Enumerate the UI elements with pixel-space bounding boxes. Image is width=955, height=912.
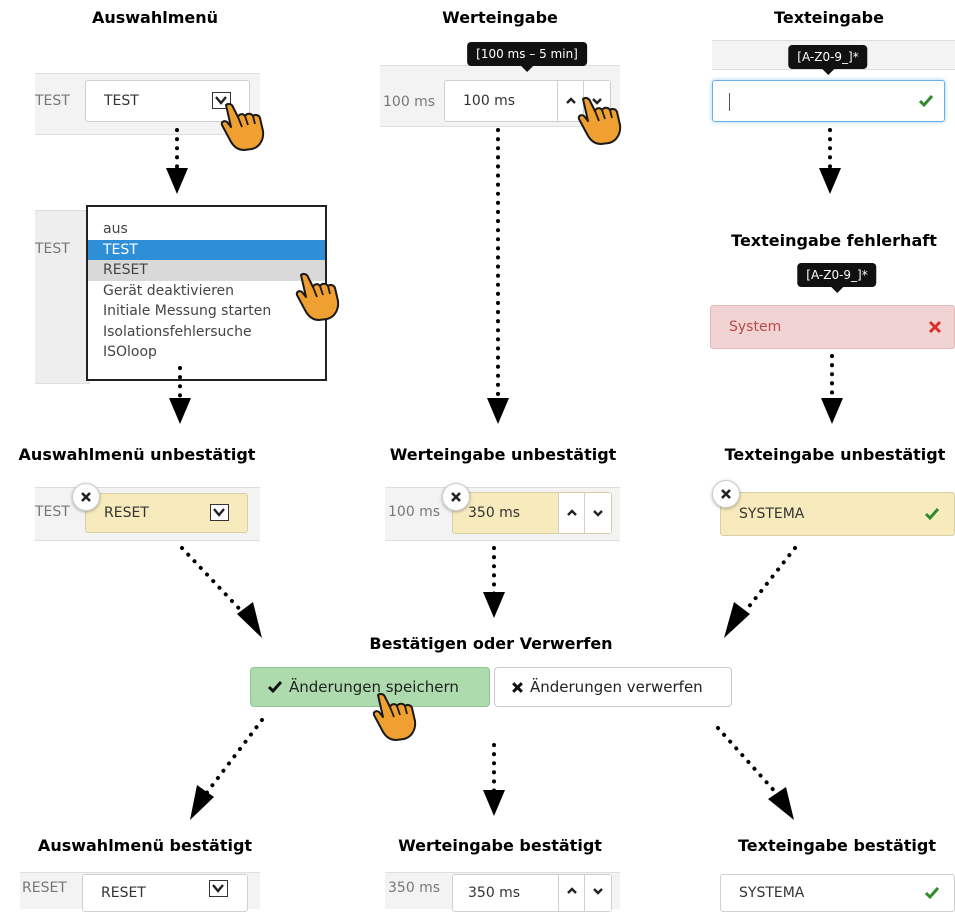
checkmark-icon (918, 95, 934, 108)
spinner-up-button[interactable] (558, 875, 585, 911)
select-previous-value: TEST (35, 93, 70, 109)
pattern-tooltip: [A-Z0-9_]* (788, 45, 868, 75)
error-pattern-tooltip: [A-Z0-9_]* (797, 263, 877, 293)
chevron-down-icon[interactable] (209, 880, 228, 897)
spinner-down-button[interactable] (584, 875, 611, 911)
revert-select-button[interactable] (72, 483, 100, 511)
text-conf-value: SYSTEMA (739, 885, 805, 901)
discard-changes-button[interactable]: Änderungen verwerfen (494, 667, 732, 707)
pointing-hand-icon (372, 692, 417, 741)
text-field[interactable] (712, 80, 945, 122)
option-isolationsfehlersuche[interactable]: Isolationsfehlersuche (103, 323, 252, 340)
cross-icon (928, 320, 942, 334)
chevron-up-icon (567, 509, 577, 516)
option-test[interactable]: TEST (88, 239, 325, 260)
title-value-unconfirmed: Werteingabe unbestätigt (389, 445, 617, 464)
spinner-up-button[interactable] (558, 493, 585, 533)
select-value: TEST (104, 93, 139, 109)
text-unc-value: SYSTEMA (739, 506, 805, 522)
text-error-value: System (729, 319, 782, 335)
pointing-hand-icon (577, 96, 622, 145)
title-select-confirmed: Auswahlmenü bestätigt (37, 836, 253, 855)
select-conf-value: RESET (101, 885, 146, 901)
close-icon (721, 489, 731, 499)
value-unc-field[interactable]: 350 ms (452, 492, 612, 534)
chevron-up-icon (567, 887, 577, 894)
pointing-hand-icon (220, 102, 265, 151)
chevron-down-icon[interactable] (210, 504, 229, 521)
chevron-down-icon (593, 510, 603, 517)
dropdown-list: aus TEST RESET Gerät deaktivieren Initia… (86, 205, 327, 381)
text-error-field[interactable]: System (710, 305, 955, 349)
spinner-up-button[interactable] (557, 81, 584, 121)
option-reset[interactable]: RESET (88, 260, 325, 281)
option-aus[interactable]: aus (103, 221, 128, 237)
arrow-select-unc-to-actions (180, 546, 250, 620)
option-geraet-deaktivieren[interactable]: Gerät deaktivieren (103, 282, 235, 299)
value-conf-value: 350 ms (468, 885, 521, 901)
option-initiale-messung[interactable]: Initiale Messung starten (103, 303, 272, 319)
checkmark-icon (924, 887, 940, 900)
title-text-error: Texteingabe fehlerhaft (731, 231, 937, 250)
title-value-input: Werteingabe (442, 8, 558, 27)
select-conf-field[interactable]: RESET (82, 874, 248, 912)
value-previous-value: 100 ms (383, 94, 436, 110)
revert-text-button[interactable] (712, 480, 740, 508)
spinner-down-button[interactable] (584, 493, 611, 533)
chevron-down-icon (592, 98, 602, 105)
select-unc-previous: TEST (35, 504, 70, 520)
title-value-confirmed: Werteingabe bestätigt (398, 836, 602, 855)
option-isoloop[interactable]: ISOloop (103, 344, 157, 360)
select-unc-value: RESET (104, 505, 149, 521)
pointing-hand-icon (295, 272, 340, 321)
arrow-actions-to-text-conf (716, 726, 780, 797)
dropdown-row-strip (35, 210, 90, 384)
title-select: Auswahlmenü (91, 8, 219, 27)
value-unc-previous: 100 ms (388, 504, 441, 520)
select-unc-field[interactable]: RESET (85, 493, 248, 533)
value-conf-previous: 350 ms (388, 880, 441, 896)
save-changes-button[interactable]: Änderungen speichern (250, 667, 490, 707)
arrow-actions-to-select-conf (203, 718, 264, 797)
title-text-input: Texteingabe (774, 8, 884, 27)
chevron-up-icon (566, 97, 576, 104)
checkmark-icon (924, 508, 940, 521)
select-field[interactable]: TEST (85, 80, 250, 122)
text-unc-field[interactable]: SYSTEMA (720, 492, 955, 536)
title-text-confirmed: Texteingabe bestätigt (738, 836, 936, 855)
select-conf-previous: RESET (22, 880, 67, 896)
value-input-value: 100 ms (463, 93, 516, 109)
close-icon (451, 492, 461, 502)
checkmark-icon (267, 681, 283, 694)
close-icon (512, 681, 523, 693)
title-confirm-or-discard: Bestätigen oder Verwerfen (369, 634, 613, 653)
close-icon (81, 492, 91, 502)
discard-changes-label: Änderungen verwerfen (530, 678, 703, 696)
title-select-unconfirmed: Auswahlmenü unbestätigt (18, 445, 256, 464)
range-tooltip: [100 ms – 5 min] (467, 42, 587, 72)
arrow-text-unc-to-actions (738, 546, 797, 620)
title-text-unconfirmed: Texteingabe unbestätigt (724, 445, 946, 464)
save-changes-label: Änderungen speichern (289, 678, 459, 696)
value-unc-value: 350 ms (468, 505, 521, 521)
text-cursor (729, 93, 730, 111)
chevron-down-icon (593, 888, 603, 895)
dropdown-previous-value: TEST (35, 241, 70, 257)
revert-value-button[interactable] (442, 483, 470, 511)
